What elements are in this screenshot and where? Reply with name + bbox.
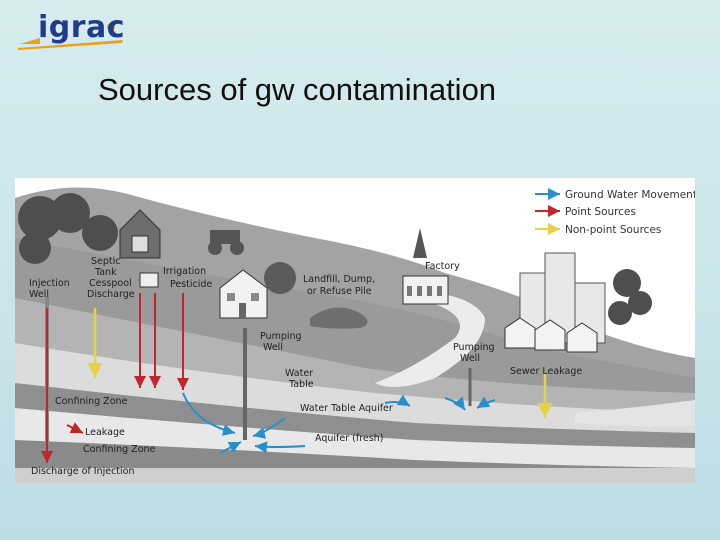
igrac-logo: igrac [18, 10, 128, 50]
groundwater-arrows [182, 392, 496, 454]
point-source-arrows [41, 293, 189, 463]
bottom-strip [15, 468, 695, 483]
contamination-diagram: Ground Water Movement Point Sources Non-… [15, 178, 697, 483]
label-irrigation-1: Irrigation [163, 266, 206, 277]
legend-label-nonpoint: Non-point Sources [565, 224, 661, 236]
label-water-table-1: Water [285, 368, 313, 379]
lake-edge [575, 400, 695, 427]
label-discharge-injection: Discharge of Injection [31, 466, 135, 477]
tree-cluster-right [608, 269, 652, 325]
tractor [208, 230, 244, 255]
legend: Ground Water Movement Point Sources Non-… [535, 188, 697, 236]
label-pumping-well-left-2: Well [263, 342, 283, 353]
legend-label-groundwater: Ground Water Movement [565, 189, 695, 201]
tree-cluster-left [18, 193, 118, 264]
logo-swoosh-orange [20, 38, 40, 44]
barn [119, 209, 161, 259]
label-injection-well-1: Injection [29, 278, 70, 289]
label-water-table-2: Table [288, 379, 314, 390]
label-septic-1: Septic [91, 256, 121, 267]
label-sewer-leakage: Sewer Leakage [510, 366, 582, 377]
tree-near-house [264, 262, 296, 294]
legend-label-point: Point Sources [565, 206, 636, 218]
label-landfill-2: or Refuse Pile [307, 286, 372, 297]
label-confining-zone-upper: Confining Zone [55, 396, 128, 407]
label-septic-4: Discharge [87, 289, 135, 300]
label-water-table-aquifer: Water Table Aquifer [300, 403, 393, 414]
slide-title: Sources of gw contamination [98, 72, 497, 107]
label-aquifer-fresh: Aquifer (fresh) [315, 433, 383, 444]
label-septic-3: Cesspool [89, 278, 132, 289]
house-left [219, 269, 268, 319]
label-septic-2: Tank [94, 267, 117, 278]
logo-text: igrac [38, 10, 126, 45]
stream [375, 293, 485, 387]
city-buildings [519, 252, 606, 344]
logo-mark [18, 23, 123, 50]
label-irrigation-2: Pesticide [170, 279, 212, 290]
label-pumping-well-right-1: Pumping [453, 342, 495, 353]
label-landfill-1: Landfill, Dump, [303, 274, 375, 285]
houses-right [504, 317, 598, 353]
label-injection-well-2: Well [29, 289, 49, 300]
logo-underline [18, 40, 123, 50]
logo-dot [107, 23, 115, 31]
label-pumping-well-left-1: Pumping [260, 331, 302, 342]
cross-section-svg: Ground Water Movement Point Sources Non-… [15, 178, 697, 483]
label-pumping-well-right-2: Well [460, 353, 480, 364]
label-confining-zone-lower: Confining Zone [83, 444, 156, 455]
label-leakage: Leakage [85, 427, 125, 438]
septic-tank-box [139, 272, 159, 288]
factory [402, 228, 449, 305]
non-point-source-arrows [87, 308, 553, 418]
label-factory: Factory [425, 261, 460, 272]
landfill-pile [310, 307, 368, 329]
